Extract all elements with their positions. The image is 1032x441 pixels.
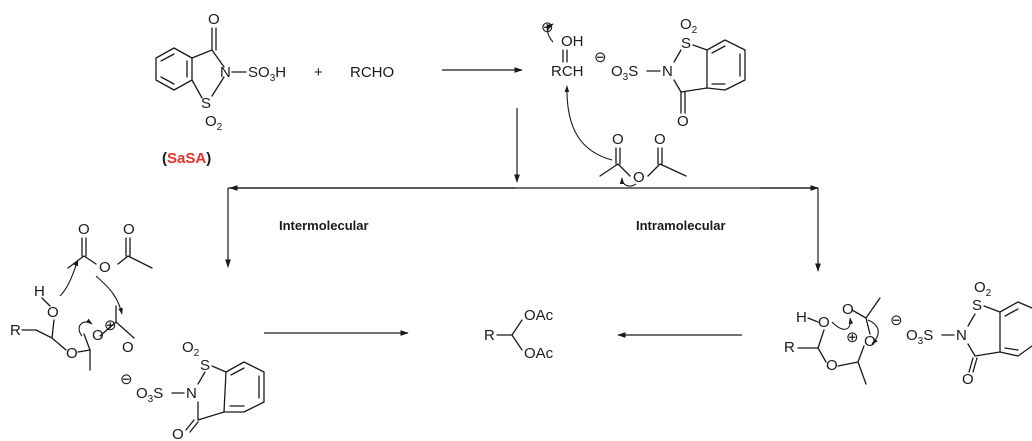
anhydride-top-o1: O [612,131,624,148]
inter-h: H [34,283,45,300]
anhydride-top: O O O [564,85,687,187]
sasa-n: N [220,64,231,81]
right-anion-minus: ⊖ [890,312,903,329]
anion-o3s: O3S [611,63,638,83]
intra-plus: ⊕ [846,329,859,346]
aldehyde-rcho: RCHO [350,64,394,81]
right-anion-o2: O2 [974,279,992,299]
anion-n: N [662,63,673,80]
right-anion-o3s: O3S [906,327,933,347]
sasa-ring-o2: O2 [205,113,223,133]
sasa-ring-s: S [201,95,211,112]
product-r: R [484,327,495,344]
intra-o-carbonyl: O [842,301,854,318]
oh-label: OH [561,33,584,50]
right-anion-s: S [972,297,982,314]
left-anion-n: N [186,385,197,402]
anion-carbonyl-o: O [677,113,689,130]
intramolecular-intermediate: H O R O O ⊕ O [784,297,881,385]
left-anion-o2: O2 [182,339,200,359]
right-anion-n: N [956,327,967,344]
oxocarbenium-plus: ⊕ [541,19,554,36]
intra-o-cation: O [864,333,876,350]
intra-o-ester: O [826,357,838,374]
rch-label: RCH [551,63,584,80]
left-anion-minus: ⊖ [120,371,133,388]
anion-minus: ⊖ [594,49,607,66]
left-anion-s: S [200,357,210,374]
intra-h: H [796,309,807,326]
anhydride-top-o2: O [654,131,666,148]
left-anion-carbonyl-o: O [172,426,184,441]
inter-anhydride-bridge-o: O [99,259,111,276]
sasa-molecule: O N SO3H S O2 [155,11,286,133]
right-anion-carbonyl-o: O [962,371,974,388]
catalyst-name: SaSA [167,150,206,167]
inter-r: R [10,322,21,339]
label-intermolecular: Intermolecular [279,218,369,233]
inter-o-acyl: O [122,339,134,356]
sasa-five-ring [191,49,225,99]
inter-anhydride-o2: O [123,221,135,238]
product-diacetate: R OAc OAc [484,307,554,362]
anion-s: S [681,35,691,52]
catalyst-label: (SaSA) [162,150,211,167]
anion-o2: O2 [680,16,698,36]
product-oac-1: OAc [524,307,554,324]
intermolecular-intermediate: O O O H O R O O ⊕ O [10,221,153,371]
label-intramolecular: Intramolecular [636,218,726,233]
inter-o-hemi: O [47,304,59,321]
plus-sign: + [314,64,323,81]
sasa-so3h: SO3H [248,64,286,84]
anhydride-top-bridge-o: O [633,169,645,186]
sasa-carbonyl-o: O [208,11,220,28]
inter-anhydride-o1: O [78,221,90,238]
activated-aldehyde: ⊕ OH RCH [541,19,584,80]
inter-o-cation: O [92,327,104,344]
intra-r: R [784,339,795,356]
saccharin-anion-left: ⊖ O3S N S O2 O [120,339,265,441]
saccharin-anion-right: ⊖ O3S N S O2 O [890,279,1032,388]
intra-o-hemi: O [818,314,830,331]
saccharin-anion-top: ⊖ O3S N S O2 O [594,16,746,130]
left-anion-o3s: O3S [136,385,163,405]
inter-o-ester: O [66,345,78,362]
product-oac-2: OAc [524,345,554,362]
